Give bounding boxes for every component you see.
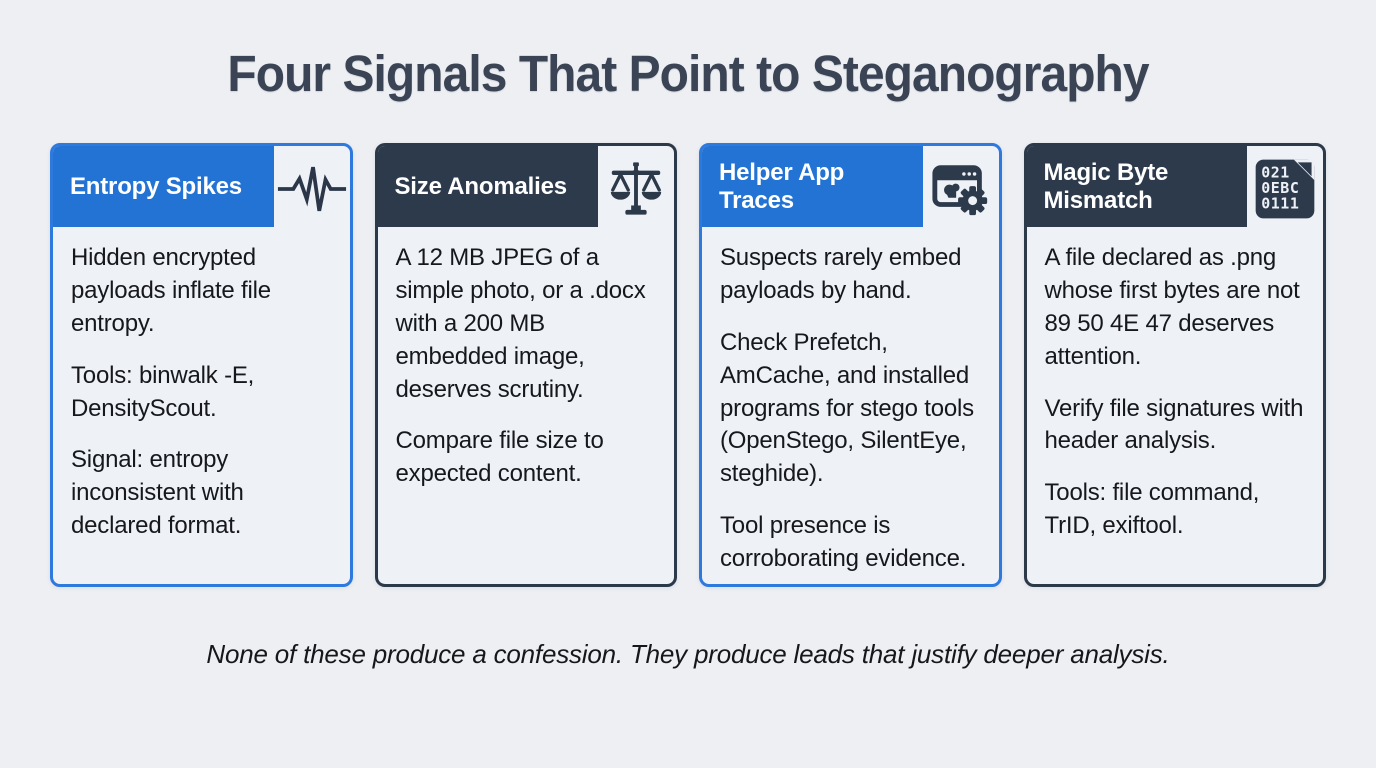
cards-row: Entropy Spikes Hidden encrypted payloads… — [50, 143, 1326, 587]
binary-file-icon: 021 0EBC 0111 — [1255, 159, 1315, 218]
card-paragraph: Verify file signatures with header analy… — [1044, 394, 1304, 455]
card-icon-area — [923, 146, 999, 227]
card-body: A file declared as .png whose first byte… — [1027, 227, 1324, 543]
card-paragraph: Suspects rarely embed payloads by hand. — [720, 244, 962, 304]
card-title: Size Anomalies — [394, 172, 568, 200]
card-paragraph: Tools: binwalk -E, DensityScout. — [71, 361, 255, 422]
card-icon-area: 021 0EBC 0111 — [1247, 146, 1323, 227]
card-header-bar: Magic Byte Mismatch — [1026, 146, 1248, 227]
footer-note: None of these produce a confession. They… — [206, 639, 1170, 669]
card-body: A 12 MB JPEG of a simple photo, or a .do… — [378, 227, 675, 491]
card-header: Entropy Spikes — [53, 146, 350, 227]
card-body: Hidden encrypted payloads inflate file e… — [53, 227, 350, 543]
card-paragraph: A file declared as .png whose first byte… — [1044, 244, 1300, 370]
card-header-bar: Size Anomalies — [377, 146, 599, 227]
card-header: Magic Byte Mismatch 021 0EBC 0111 — [1026, 146, 1324, 227]
card-icon-area — [274, 146, 350, 227]
waveform-icon — [277, 166, 346, 211]
app-window-gear-icon — [932, 164, 987, 215]
card-header: Helper App Traces — [702, 146, 999, 227]
card-title: Entropy Spikes — [70, 172, 242, 200]
svg-text:0111: 0111 — [1261, 194, 1299, 212]
card-paragraph: Tool presence is corroborating evidence. — [720, 512, 967, 572]
scales-icon — [611, 161, 662, 215]
card-paragraph: Compare file size to expected content. — [395, 427, 604, 488]
card-paragraph: Check Prefetch, AmCache, and installed p… — [720, 328, 974, 488]
signal-card: Size Anomalies — [374, 143, 677, 587]
card-paragraph: Hidden encrypted payloads inflate file e… — [71, 244, 271, 337]
card-title: Magic Byte Mismatch — [1043, 159, 1169, 214]
page-title: Four Signals That Point to Steganography — [227, 45, 1149, 102]
card-header: Size Anomalies — [377, 146, 675, 227]
svg-text:0EBC: 0EBC — [1261, 178, 1299, 196]
card-paragraph: A 12 MB JPEG of a simple photo, or a .do… — [395, 244, 646, 403]
signal-card: Helper App Traces — [699, 143, 1002, 587]
signal-card: Magic Byte Mismatch 021 0EBC 0111 — [1023, 143, 1326, 587]
card-paragraph: Tools: file command, TrID, exiftool. — [1044, 479, 1260, 540]
infographic-page: Four Signals That Point to Steganography… — [50, 45, 1326, 669]
card-title: Helper App Traces — [719, 159, 845, 214]
card-header-bar: Entropy Spikes — [53, 146, 274, 227]
signal-card: Entropy Spikes Hidden encrypted payloads… — [50, 143, 353, 587]
card-body: Suspects rarely embed payloads by hand. C… — [702, 227, 999, 576]
card-paragraph: Signal: entropy inconsistent with declar… — [71, 446, 244, 540]
card-icon-area — [598, 146, 674, 227]
svg-text:021: 021 — [1261, 163, 1290, 181]
card-header-bar: Helper App Traces — [702, 146, 923, 227]
